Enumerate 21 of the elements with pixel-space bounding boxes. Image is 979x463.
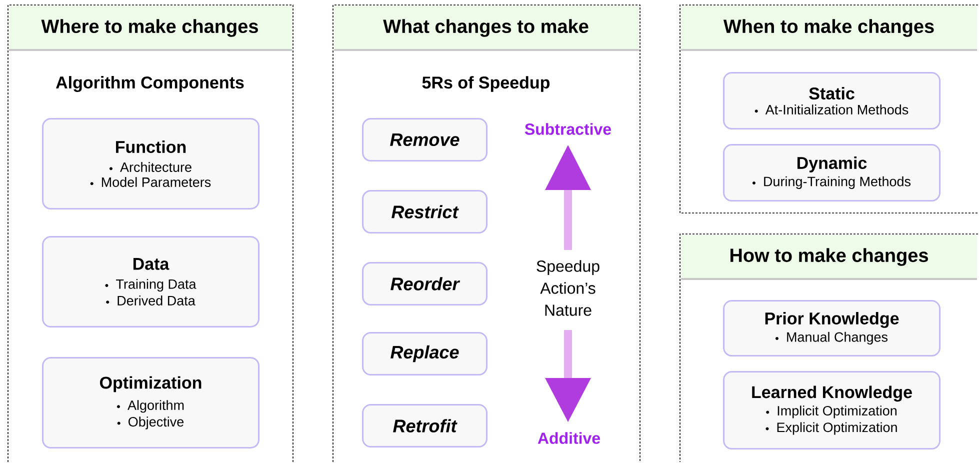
component-box: Prior Knowledge Manual Changes [723, 300, 940, 356]
component-box: Replace [362, 332, 488, 376]
subheading: 5Rs of Speedup [422, 76, 550, 92]
heading-band: How to make changes [681, 235, 978, 280]
component-box: Reorder [362, 262, 488, 306]
component-box: Remove [362, 118, 488, 162]
heading-band: When to make changes [681, 6, 978, 51]
component-box: Optimization Algorithm Objective [42, 357, 260, 448]
axis-label: Speedup Action’s Nature [536, 260, 600, 316]
subheading: Algorithm Components [56, 76, 244, 92]
component-box: Static At-Initialization Methods [723, 72, 940, 130]
direction-label: Additive [538, 432, 600, 444]
component-box: Retrofit [362, 404, 488, 448]
component-box: Data Training Data Derived Data [42, 236, 260, 328]
heading-band: Where to make changes [9, 6, 292, 51]
component-box: Learned Knowledge Implicit Optimization Explicit Optimization [723, 371, 940, 450]
heading-band: What changes to make [334, 6, 639, 51]
component-box: Restrict [362, 190, 488, 234]
component-box: Function Architecture Model Parameters [42, 118, 260, 210]
direction-label: Subtractive [524, 123, 612, 135]
component-box: Dynamic During-Training Methods [723, 144, 940, 202]
